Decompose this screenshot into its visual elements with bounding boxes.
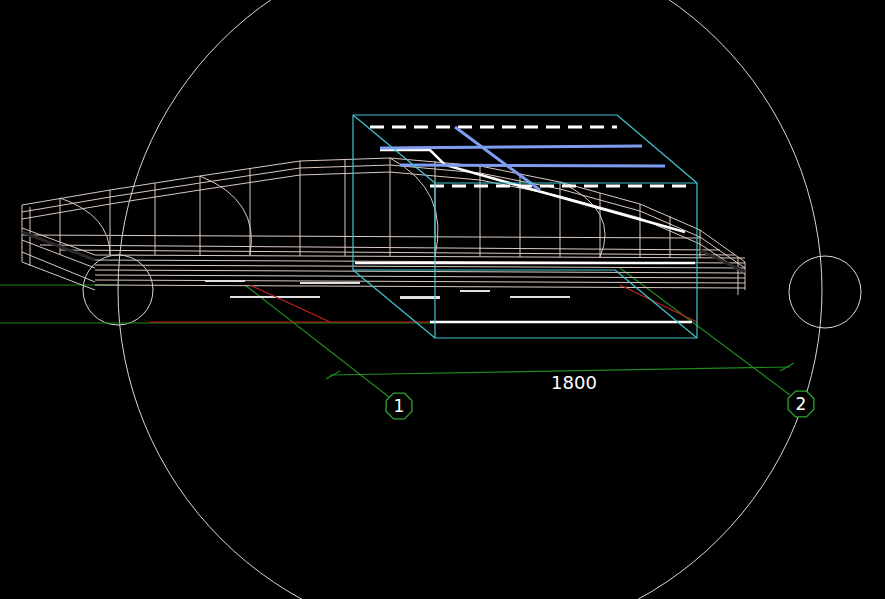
bubble-octagon xyxy=(788,391,814,417)
dimension-text: 1800 xyxy=(549,374,599,392)
building-wireframe xyxy=(22,158,745,295)
view-circle xyxy=(789,256,861,328)
grid-lines xyxy=(0,268,794,397)
grid-bubble: 2 xyxy=(786,389,816,419)
view-circle xyxy=(118,0,822,599)
building-dark-band xyxy=(22,232,745,272)
grid-number: 1 xyxy=(394,398,405,415)
grid-number: 2 xyxy=(796,396,807,413)
blue-beams xyxy=(380,127,665,190)
bubble-octagon xyxy=(386,393,412,419)
selection-box xyxy=(353,115,697,338)
axis-lines xyxy=(150,285,697,322)
beam-lines xyxy=(355,127,695,322)
grid-bubble: 1 xyxy=(384,391,414,421)
